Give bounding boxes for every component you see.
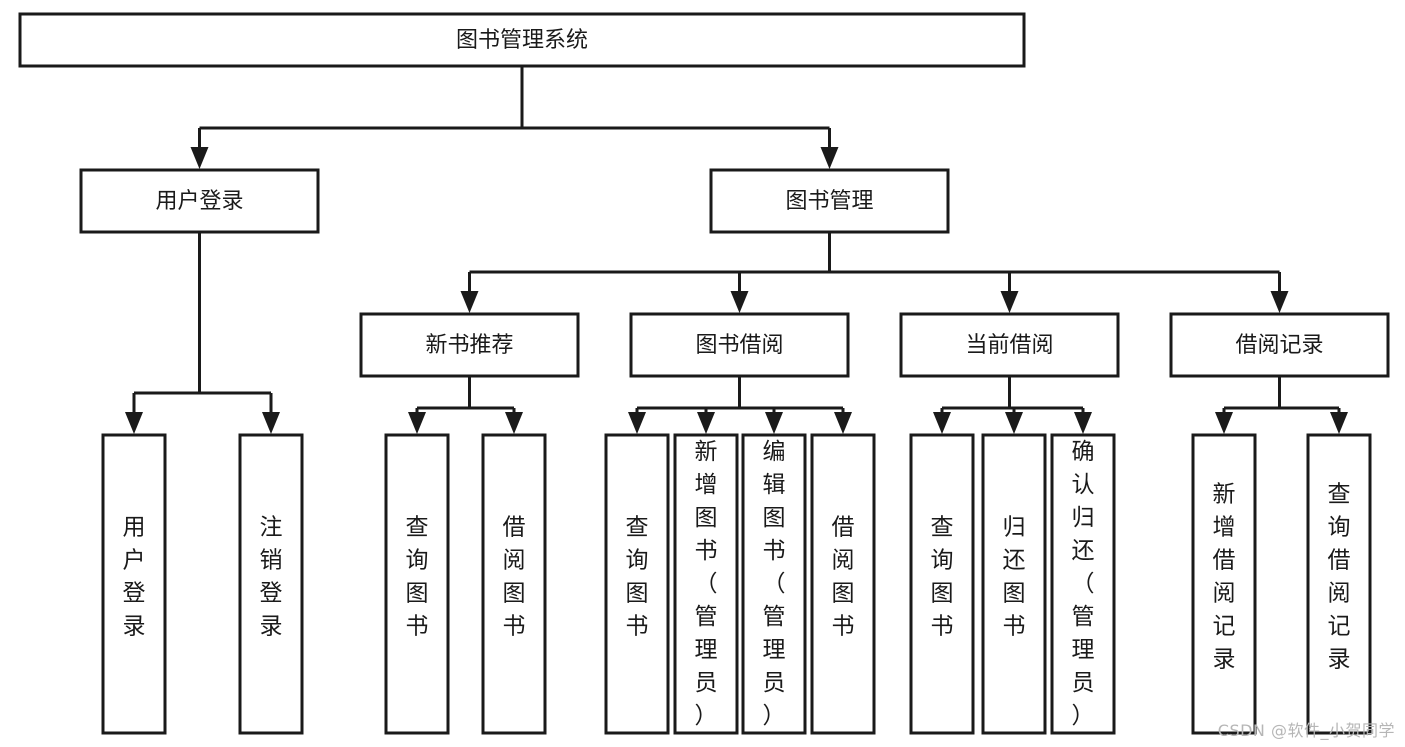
node-label: 借阅图书 [503,515,526,640]
node-box[interactable] [673,433,739,735]
node-layer: 图书管理系统用户登录图书管理新书推荐图书借阅当前借阅借阅记录用户登录注销登录查询… [18,12,1390,735]
node-leaf-return-book[interactable]: 归还图书 [981,433,1047,735]
node-label: 用户登录 [123,515,146,640]
arrow-head-icon [1074,412,1092,434]
node-leaf-borrow-book-recommend[interactable]: 借阅图书 [481,433,547,735]
node-label: 查询图书 [931,515,954,640]
node-borrow-record[interactable]: 借阅记录 [1169,312,1390,378]
node-label: 查询图书 [406,515,429,640]
arrow-head-icon [820,147,839,169]
node-box[interactable] [629,312,850,378]
arrow-head-icon [628,412,646,434]
node-label: 借阅记录 [1235,333,1323,358]
node-root[interactable]: 图书管理系统 [18,12,1026,68]
arrow-head-icon [697,412,715,434]
connector-book-manage [460,232,1289,313]
node-box[interactable] [1191,433,1257,735]
node-current-borrow[interactable]: 当前借阅 [899,312,1120,378]
node-box[interactable] [1050,433,1116,735]
node-user-login[interactable]: 用户登录 [79,168,320,234]
node-label: 查询图书 [626,515,649,640]
connector-current-borrow [933,376,1092,434]
node-box[interactable] [981,433,1047,735]
node-label: 新书推荐 [425,333,513,358]
node-leaf-query-book-current[interactable]: 查询图书 [909,433,975,735]
node-box[interactable] [741,433,807,735]
connector-borrow-record [1215,376,1348,434]
node-leaf-query-book-recommend[interactable]: 查询图书 [384,433,450,735]
arrow-head-icon [505,412,523,434]
arrow-head-icon [834,412,852,434]
arrow-head-icon [1330,412,1348,434]
node-leaf-edit-book-admin[interactable]: 编辑图书（管理员） [741,433,807,735]
node-box[interactable] [604,433,670,735]
node-box[interactable] [1169,312,1390,378]
node-label: 编辑图书（管理员） [763,439,786,729]
node-box[interactable] [709,168,950,234]
node-new-book-recommend[interactable]: 新书推荐 [359,312,580,378]
arrow-head-icon [1270,291,1289,313]
arrow-head-icon [1000,291,1019,313]
arrow-head-icon [730,291,749,313]
node-label: 新增图书（管理员） [695,439,718,729]
node-leaf-add-borrow-record[interactable]: 新增借阅记录 [1191,433,1257,735]
node-box[interactable] [384,433,450,735]
node-label: 注销登录 [260,515,283,640]
node-box[interactable] [481,433,547,735]
node-box[interactable] [79,168,320,234]
node-label: 新增借阅记录 [1213,482,1236,673]
arrow-head-icon [125,412,143,434]
node-box[interactable] [18,12,1026,68]
node-label: 用户登录 [155,189,243,214]
node-label: 图书借阅 [695,333,783,358]
connector-layer [125,66,1348,434]
connector-user-login [125,232,280,434]
node-leaf-add-book-admin[interactable]: 新增图书（管理员） [673,433,739,735]
node-label: 查询借阅记录 [1328,482,1351,673]
node-box[interactable] [101,433,167,735]
connector-book-borrow [628,376,852,434]
node-box[interactable] [238,433,304,735]
node-label: 当前借阅 [965,333,1053,358]
node-leaf-borrow-book[interactable]: 借阅图书 [810,433,876,735]
node-box[interactable] [899,312,1120,378]
node-leaf-query-borrow-record[interactable]: 查询借阅记录 [1306,433,1372,735]
node-label: 借阅图书 [832,515,855,640]
node-book-borrow[interactable]: 图书借阅 [629,312,850,378]
node-box[interactable] [1306,433,1372,735]
arrow-head-icon [460,291,479,313]
arrow-head-icon [933,412,951,434]
node-leaf-user-login[interactable]: 用户登录 [101,433,167,735]
arrow-head-icon [408,412,426,434]
node-leaf-query-book-borrow[interactable]: 查询图书 [604,433,670,735]
arrow-head-icon [1005,412,1023,434]
node-label: 确认归还（管理员） [1072,439,1095,729]
node-label: 归还图书 [1003,515,1026,640]
arrow-head-icon [765,412,783,434]
node-label: 图书管理系统 [456,28,588,53]
node-box[interactable] [810,433,876,735]
node-leaf-user-logout[interactable]: 注销登录 [238,433,304,735]
node-box[interactable] [909,433,975,735]
node-leaf-confirm-return-admin[interactable]: 确认归还（管理员） [1050,433,1116,735]
node-book-manage[interactable]: 图书管理 [709,168,950,234]
arrow-head-icon [1215,412,1233,434]
node-box[interactable] [359,312,580,378]
connector-new-book-recommend [408,376,523,434]
node-label: 图书管理 [785,189,873,214]
arrow-head-icon [262,412,280,434]
connector-root [190,66,839,169]
arrow-head-icon [190,147,209,169]
